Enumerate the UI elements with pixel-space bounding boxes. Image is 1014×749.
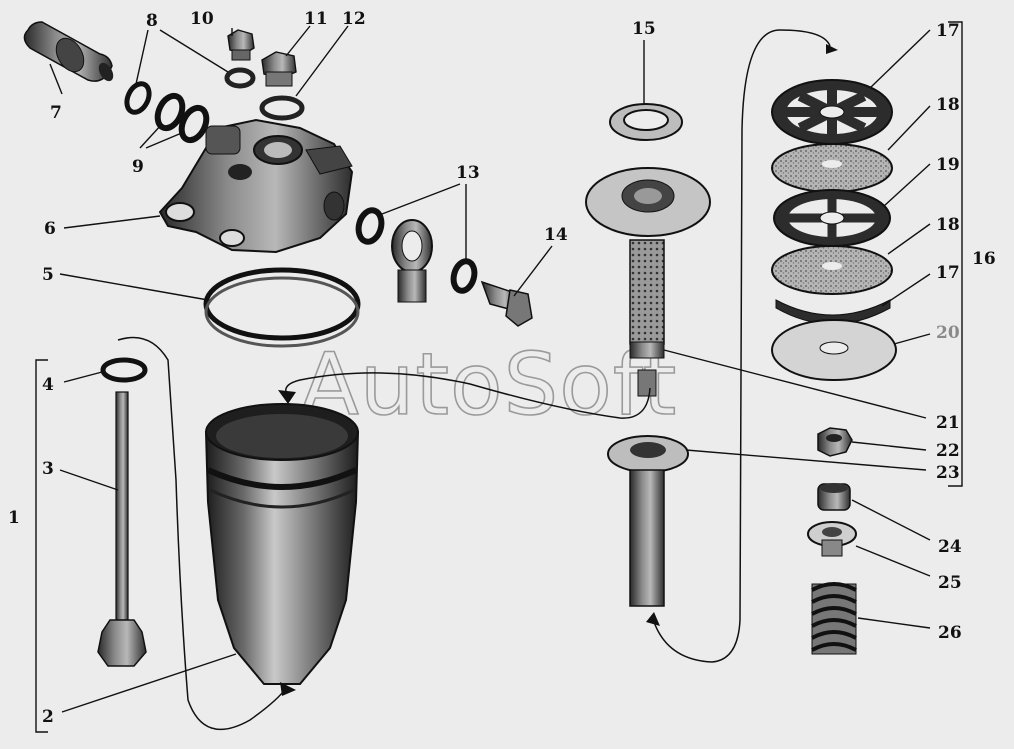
part-3-rod — [97, 391, 147, 667]
part-9-orings — [154, 92, 210, 144]
label-19: 19 — [936, 155, 960, 175]
label-17-upper: 17 — [936, 21, 960, 41]
part-18-felt-lower — [771, 245, 893, 295]
part-24-nut — [817, 483, 851, 511]
label-18-lower: 18 — [936, 215, 960, 235]
watermark: AutoSoft — [300, 335, 677, 435]
part-labels: 1 2 3 4 5 6 7 8 9 10 11 12 13 14 15 16 1… — [8, 9, 996, 727]
label-24: 24 — [938, 537, 962, 557]
label-16: 16 — [972, 249, 996, 269]
label-21: 21 — [936, 413, 960, 433]
part-19-spoke-disc — [773, 189, 891, 247]
label-9: 9 — [132, 157, 144, 177]
label-3: 3 — [42, 459, 54, 479]
label-17-lower: 17 — [936, 263, 960, 283]
part-15-washer — [609, 103, 683, 141]
part-18-felt-upper — [771, 143, 893, 193]
part-4-washer — [100, 357, 148, 383]
label-2: 2 — [42, 707, 54, 727]
label-25: 25 — [938, 573, 962, 593]
label-8: 8 — [146, 11, 158, 31]
leader-lines — [49, 25, 931, 713]
label-12: 12 — [342, 9, 366, 29]
part-11-plug — [261, 51, 297, 87]
part-6-filter-head — [158, 118, 354, 254]
label-22: 22 — [936, 441, 960, 461]
label-14: 14 — [544, 225, 568, 245]
part-26-spring — [811, 582, 857, 655]
part-25-cup-washer — [807, 521, 857, 557]
label-18-upper: 18 — [936, 95, 960, 115]
part-17-spoke-disc-upper — [771, 79, 893, 145]
label-10: 10 — [190, 9, 214, 29]
label-13: 13 — [456, 163, 480, 183]
part-8-washers — [124, 67, 256, 115]
part-17-spoke-disc-lower — [775, 299, 891, 325]
part-12-washer — [259, 95, 305, 121]
label-15: 15 — [632, 19, 656, 39]
part-23-tube — [607, 435, 689, 607]
label-20: 20 — [936, 323, 960, 343]
label-23: 23 — [936, 463, 960, 483]
part-13-banjo-and-rings — [355, 207, 478, 303]
label-11: 11 — [304, 9, 328, 29]
label-6: 6 — [44, 219, 56, 239]
part-14-hollow-bolt — [480, 280, 533, 327]
label-1: 1 — [8, 508, 20, 528]
part-2-bowl — [204, 403, 360, 685]
part-20-plate — [771, 319, 897, 381]
label-7: 7 — [50, 103, 62, 123]
label-26: 26 — [938, 623, 962, 643]
part-21-filter-element — [585, 167, 711, 397]
part-10-bolt — [227, 29, 255, 61]
assembly-routing-lines — [117, 29, 838, 731]
label-4: 4 — [42, 375, 54, 395]
brackets — [35, 21, 963, 733]
part-7-banjo-fitting — [23, 21, 114, 82]
part-22-nut — [817, 427, 853, 457]
part-5-sealing-ring — [203, 267, 361, 348]
label-5: 5 — [42, 265, 54, 285]
